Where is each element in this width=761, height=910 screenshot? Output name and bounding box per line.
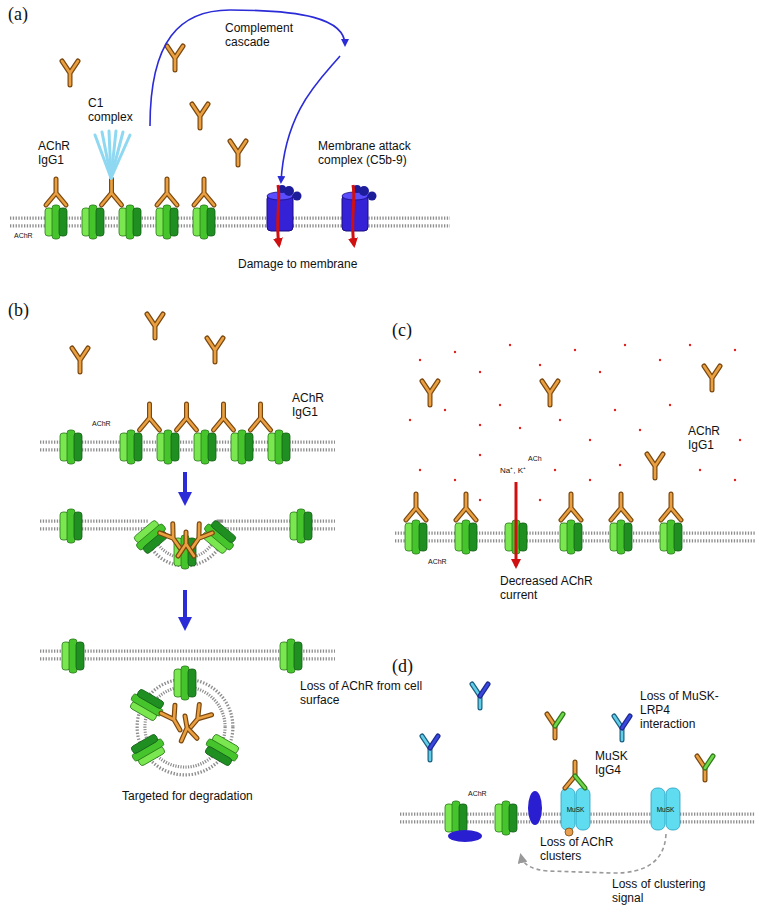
receptor-label: AChR [14, 232, 42, 240]
effect-label: Loss of AChR from cell surface [300, 680, 430, 708]
effect-label: Damage to membrane [238, 258, 388, 272]
complex-label: Membrane attack complex (C5b-9) [318, 140, 436, 168]
receptor-label: AChR [468, 790, 495, 798]
panel-label: (c) [392, 320, 432, 341]
process-label: Complement cascade [225, 22, 310, 50]
panel-label: (a) [8, 4, 48, 25]
receptor-label: AChR [92, 420, 118, 428]
kinase-label: MuSK [650, 806, 681, 813]
effect-label: Loss of clustering signal [612, 878, 730, 906]
antibody-label: AChR IgG1 [688, 425, 733, 453]
complex-label: C1 complex [88, 97, 143, 125]
effect-label: Loss of MuSK-LRP4 interaction [640, 690, 720, 731]
ion-label: Na⁺, K⁺ [500, 466, 540, 475]
molecule-label: ACh [528, 455, 552, 463]
receptor-label: AChR [428, 558, 454, 566]
effect-label: Targeted for degradation [122, 790, 322, 804]
antibody-label: AChR IgG1 [38, 140, 83, 168]
kinase-label: MuSK [560, 806, 591, 813]
antibody-label: AChR IgG1 [292, 392, 337, 420]
effect-label: Decreased AChR current [500, 575, 610, 603]
effect-label: Loss of AChR clusters [540, 836, 635, 864]
panel-label: (d) [392, 656, 432, 677]
antibody-label: MuSK IgG4 [595, 750, 640, 778]
panel-label: (b) [8, 300, 48, 321]
